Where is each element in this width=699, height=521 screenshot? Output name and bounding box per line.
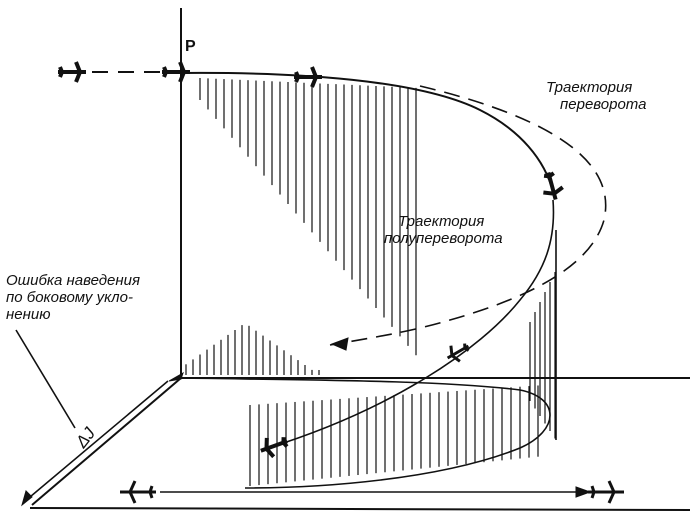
arrowhead — [575, 486, 592, 498]
aircraft-icon — [58, 61, 86, 83]
arrowhead — [330, 337, 349, 351]
half-roll-trajectory — [267, 199, 555, 449]
half-roll-trajectory-label-line2: полупереворота — [384, 230, 503, 247]
error-leader-line — [15, 329, 76, 429]
point-label: P — [185, 38, 196, 55]
ground-plane-left-edge — [31, 377, 182, 506]
half-roll-trajectory-label-line1: Траектория — [398, 213, 485, 230]
arrowhead — [168, 371, 184, 382]
roll-trajectory-label-line2: переворота — [560, 96, 647, 113]
aircraft-icon — [260, 437, 289, 459]
error-label-line1: Ошибка наведения — [6, 272, 141, 289]
aircraft-icon — [120, 480, 156, 504]
ground-plane-front-edge — [29, 507, 691, 511]
aircraft-icon — [162, 61, 190, 83]
top-arc — [180, 71, 554, 193]
arrowhead — [21, 490, 33, 507]
aircraft-icon — [543, 171, 564, 201]
aircraft-icon — [588, 480, 624, 504]
roll-trajectory — [329, 85, 607, 346]
aircraft-icon — [294, 66, 322, 88]
ground-projection-curve — [180, 377, 551, 489]
aircraft-icon — [446, 343, 470, 363]
delta-dimension-line — [23, 380, 169, 503]
roll-trajectory-label-line1: Траектория — [546, 79, 633, 96]
shading-hatch — [185, 78, 556, 486]
error-label-line2: по боковому укло- — [6, 289, 133, 306]
error-label-line3: нению — [6, 306, 51, 323]
